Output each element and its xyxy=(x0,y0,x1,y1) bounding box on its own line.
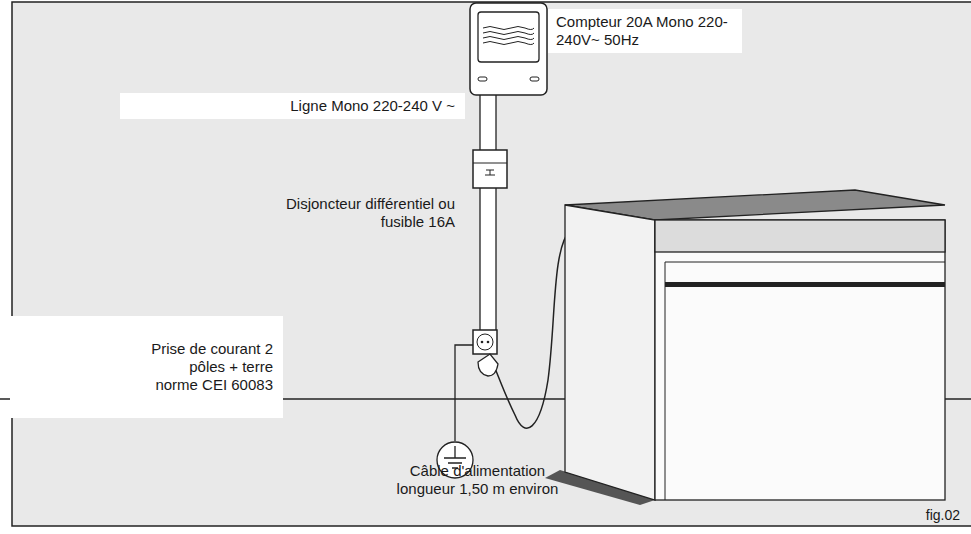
oven-door-edge xyxy=(665,262,666,500)
callout-label: Câble d'alimentation longueur 1,50 m env… xyxy=(390,462,565,498)
oven-door-edge xyxy=(665,262,945,263)
wall-socket xyxy=(473,330,497,354)
earth-wire xyxy=(455,345,473,441)
plug xyxy=(478,354,498,376)
oven-handle xyxy=(665,282,945,287)
oven-side xyxy=(565,205,655,500)
label-box: Compteur 20A Mono 220-240V~ 50Hz xyxy=(548,9,742,53)
breaker-line xyxy=(473,163,507,164)
label-text: Prise de courant 2 pôles + terre norme C… xyxy=(151,340,273,394)
oven-front xyxy=(655,220,945,500)
label-box: Ligne Mono 220-240 V ~ xyxy=(120,93,465,119)
breaker-symbol xyxy=(485,170,495,175)
socket-face xyxy=(477,334,493,350)
meter-slot xyxy=(478,77,487,81)
label-box: Prise de courant 2 pôles + terre norme C… xyxy=(10,316,283,418)
socket-hole xyxy=(487,341,490,344)
electric-meter xyxy=(470,3,547,95)
oven-control-panel xyxy=(655,220,945,252)
label-text: Ligne Mono 220-240 V ~ xyxy=(130,97,455,115)
callout-label: Disjoncteur différentiel ou fusible 16A xyxy=(255,195,455,231)
background-panel xyxy=(12,2,971,526)
socket-hole xyxy=(481,341,484,344)
meter-display-lines xyxy=(483,27,534,45)
conduit xyxy=(480,94,496,332)
figure-number: fig.02 xyxy=(880,506,960,524)
meter-slot xyxy=(530,77,539,81)
meter-face xyxy=(478,12,539,62)
power-cable xyxy=(490,230,570,428)
label-text: Compteur 20A Mono 220-240V~ 50Hz xyxy=(556,13,734,49)
breaker-box xyxy=(473,150,507,188)
